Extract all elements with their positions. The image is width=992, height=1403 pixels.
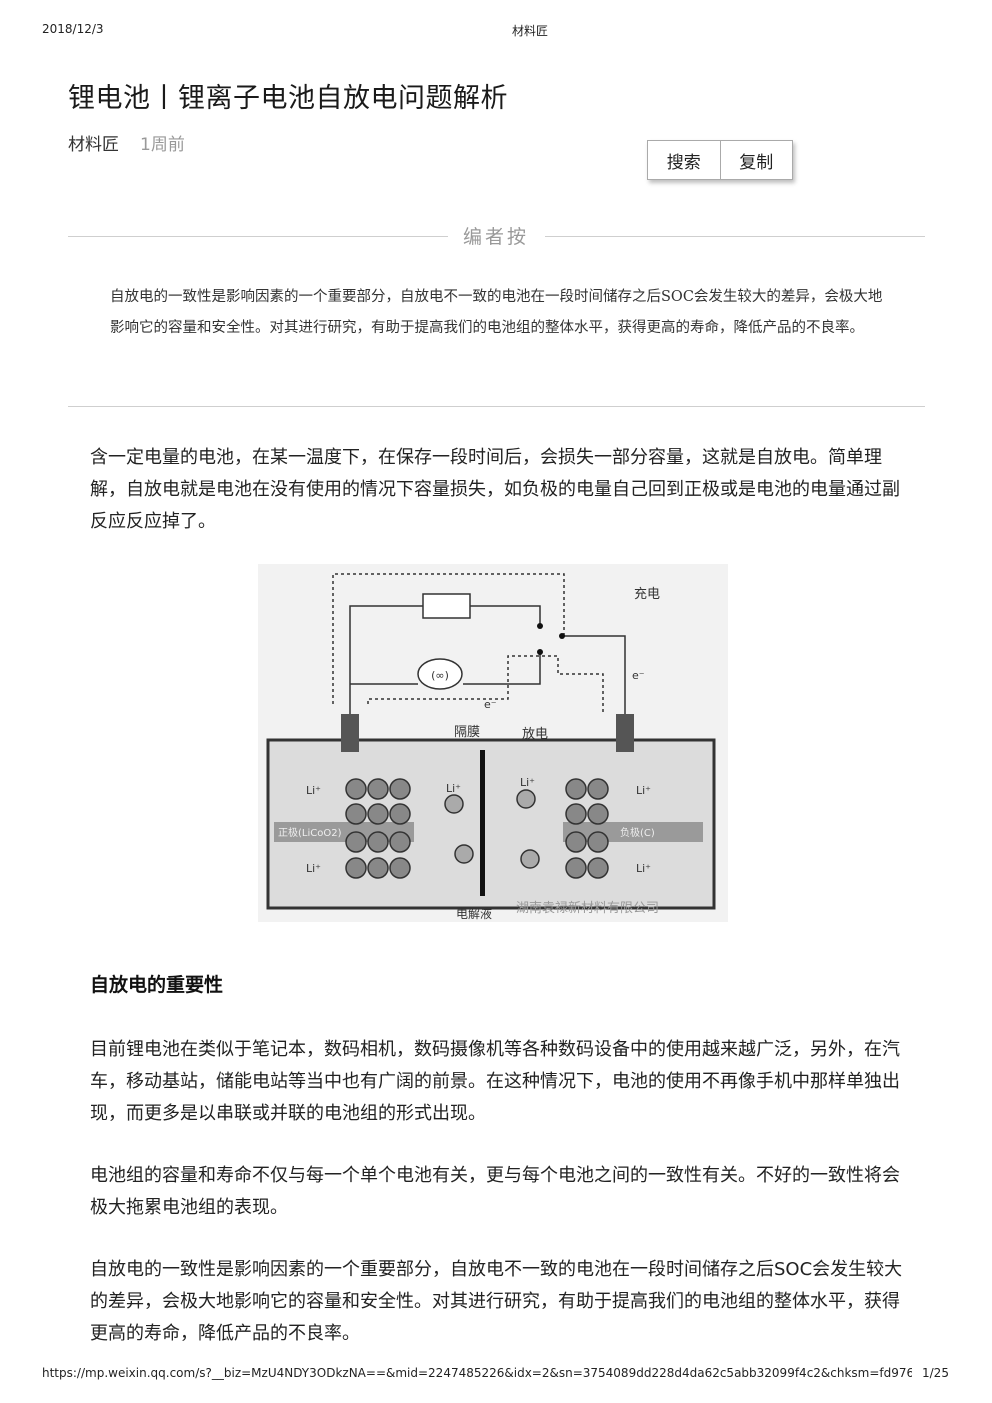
editor-note-divider-right xyxy=(545,236,925,237)
positive-terminal xyxy=(341,714,359,752)
intro-paragraph: 含一定电量的电池，在某一温度下，在保存一段时间后，会损失一部分容量，这就是自放电… xyxy=(90,447,900,532)
ion-label-2: Li⁺ xyxy=(520,776,535,789)
discharge-label: 放电 xyxy=(522,727,548,742)
print-site-name: 材料匠 xyxy=(512,24,549,38)
negative-particles xyxy=(565,778,609,879)
print-page-number: 1/25 xyxy=(922,1366,949,1380)
load-device xyxy=(417,658,463,690)
copy-button[interactable]: 复制 xyxy=(719,141,793,179)
positive-electrode-label: 正极(LiCoO2) xyxy=(278,826,342,839)
positive-particles xyxy=(345,778,411,879)
electron-label-left: e⁻ xyxy=(484,698,497,711)
ion-label-4: Li⁺ xyxy=(306,862,321,875)
print-url: https://mp.weixin.qq.com/s?__biz=MzU4NDY… xyxy=(42,1366,912,1380)
search-copy-toolbar: 搜索 复制 xyxy=(647,140,793,180)
author-link[interactable]: 材料匠 xyxy=(68,135,119,155)
negative-terminal xyxy=(616,714,634,752)
external-circuit xyxy=(332,573,626,714)
ion-label-6: Li⁺ xyxy=(636,862,651,875)
charge-label: 充电 xyxy=(634,586,660,602)
editor-note-label: 编者按 xyxy=(462,226,529,248)
ion-label-5: Li⁺ xyxy=(636,784,651,797)
body-paragraph-2: 电池组的容量和寿命不仅与每一个单个电池有关，更与每个电池之间的一致性有关。不好的… xyxy=(90,1165,900,1218)
battery-self-discharge-diagram: (∞) 充电 放电 隔膜 电解液 正极(LiCoO2) 负极(C) Li⁺ Li… xyxy=(258,564,728,922)
body-paragraph-3: 自放电的一致性是影响因素的一个重要部分，自放电不一致的电池在一段时间储存之后SO… xyxy=(90,1259,903,1344)
editor-note-text: 自放电的一致性是影响因素的一个重要部分，自放电不一致的电池在一段时间储存之后SO… xyxy=(110,289,883,336)
resistor xyxy=(422,593,471,619)
article-title: 锂电池丨锂离子电池自放电问题解析 xyxy=(68,83,508,114)
ion-label-1: Li⁺ xyxy=(446,782,461,795)
ion-label-3: Li⁺ xyxy=(306,784,321,797)
body-paragraph-1: 目前锂电池在类似于笔记本，数码相机，数码摄像机等各种数码设备中的使用越来越广泛，… xyxy=(90,1039,900,1124)
svg-text:(∞): (∞) xyxy=(431,669,449,682)
editor-note-divider-bottom xyxy=(68,406,925,407)
negative-electrode-label: 负极(C) xyxy=(620,826,655,839)
print-date: 2018/12/3 xyxy=(42,22,104,36)
editor-note-divider-left xyxy=(68,236,448,237)
section-title: 自放电的重要性 xyxy=(90,974,224,996)
separator-label: 隔膜 xyxy=(454,725,480,740)
publish-time: 1周前 xyxy=(140,135,185,155)
lithium-ions xyxy=(444,789,540,869)
search-button[interactable]: 搜索 xyxy=(666,152,701,173)
figure-watermark: 湖南袁禄新材料有限公司 xyxy=(516,900,659,916)
separator-membrane xyxy=(480,750,485,896)
electrolyte-label: 电解液 xyxy=(456,906,492,921)
electron-label-right: e⁻ xyxy=(632,669,645,682)
